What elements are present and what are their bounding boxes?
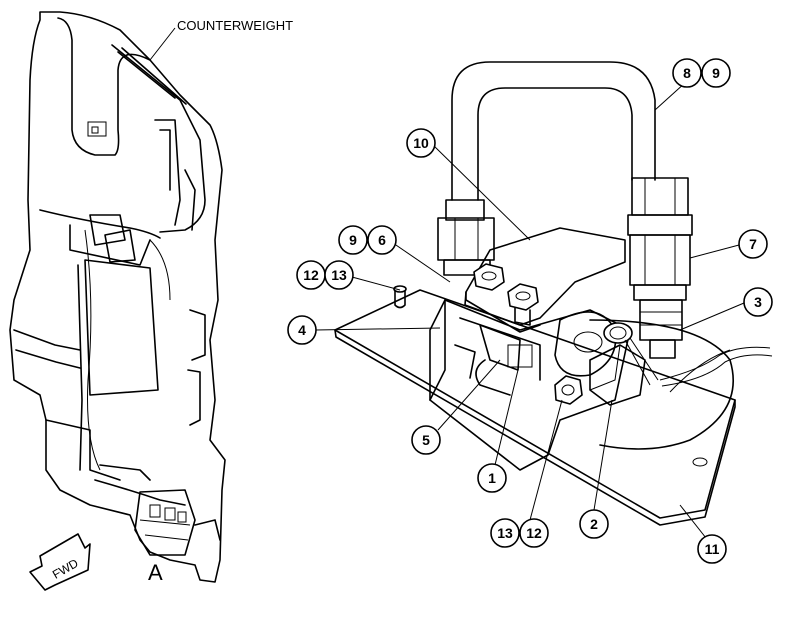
svg-text:10: 10: [413, 135, 429, 151]
svg-text:4: 4: [298, 322, 306, 338]
callout-12: 12: [519, 518, 549, 548]
svg-text:12: 12: [303, 267, 319, 283]
leader-lines: [315, 81, 745, 539]
callout-13: 13: [324, 260, 354, 290]
callout-12: 12: [296, 260, 326, 290]
svg-text:9: 9: [712, 65, 720, 81]
svg-text:7: 7: [749, 236, 757, 252]
svg-text:1: 1: [488, 470, 496, 486]
callout-5: 5: [411, 425, 441, 455]
callout-6: 6: [367, 225, 397, 255]
callout-8: 8: [672, 58, 702, 88]
callout-2: 2: [579, 509, 609, 539]
svg-text:8: 8: [683, 65, 691, 81]
callout-13: 13: [490, 518, 520, 548]
svg-text:12: 12: [526, 525, 542, 541]
valve-assembly-detail: [334, 61, 773, 526]
callout-3: 3: [743, 287, 773, 317]
svg-text:9: 9: [349, 232, 357, 248]
svg-text:6: 6: [378, 232, 386, 248]
machine-overview: COUNTERWEIGHT A: [9, 11, 293, 585]
callout-10: 10: [406, 128, 436, 158]
svg-text:5: 5: [422, 432, 430, 448]
svg-text:13: 13: [331, 267, 347, 283]
callout-1: 1: [477, 463, 507, 493]
counterweight-label: COUNTERWEIGHT: [177, 18, 293, 33]
fwd-arrow-icon: FWD: [29, 533, 91, 591]
callout-7: 7: [738, 229, 768, 259]
svg-text:13: 13: [497, 525, 513, 541]
callout-9: 9: [701, 58, 731, 88]
svg-text:11: 11: [705, 541, 720, 557]
callout-11: 11: [697, 534, 727, 564]
view-a-label: A: [148, 560, 163, 585]
svg-text:2: 2: [590, 516, 598, 532]
callout-9: 9: [338, 225, 368, 255]
svg-text:3: 3: [754, 294, 762, 310]
callout-4: 4: [287, 315, 317, 345]
